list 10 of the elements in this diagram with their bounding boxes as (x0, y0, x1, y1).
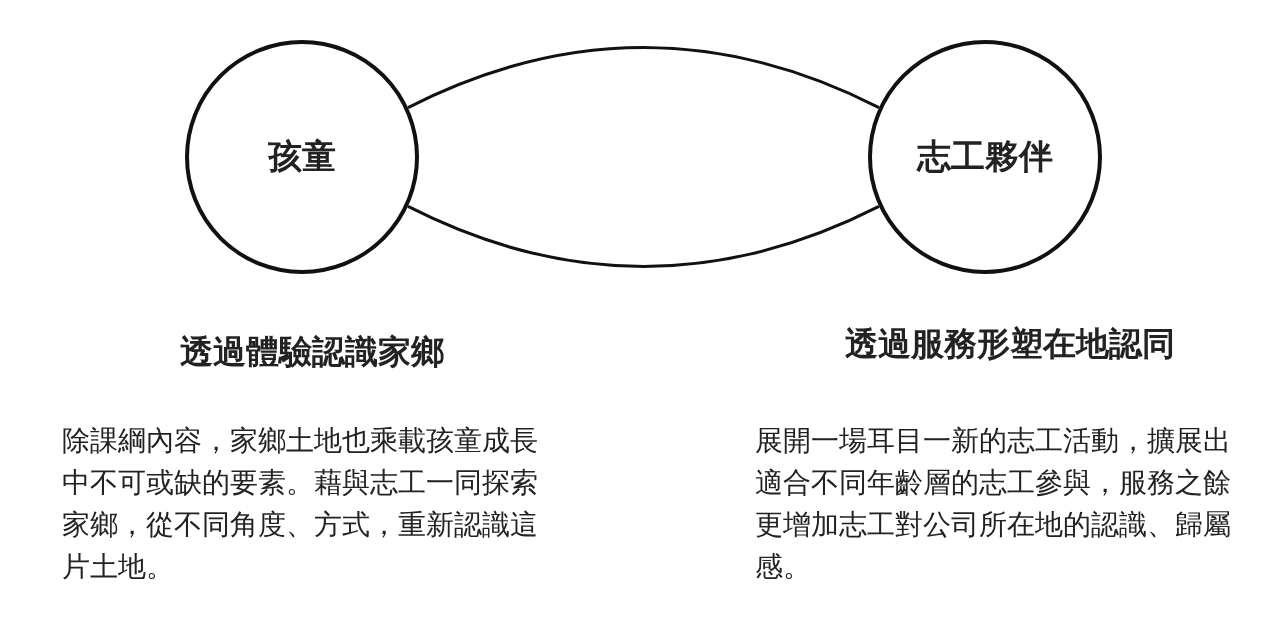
node-label: 志工夥伴 (917, 135, 1053, 178)
curved-connector (407, 46, 880, 109)
circle-node (868, 40, 1102, 274)
heading: 透過服務形塑在地認同 (845, 323, 1175, 365)
curved-connector (407, 205, 880, 268)
node-label: 孩童 (268, 135, 336, 178)
description-text: 展開一場耳目一新的志工活動，擴展出適合不同年齡層的志工參與，服務之餘更增加志工對公司所在地的認識、歸屬感。 (755, 423, 1232, 585)
circle-node (185, 40, 419, 274)
description-text: 除課綱內容，家鄉土地也乘載孩童成長中不可或缺的要素。藉與志工一同探索家鄉，從不同角度、方式，重新認識這片土地。 (62, 423, 539, 585)
heading: 透過體驗認識家鄉 (180, 331, 444, 373)
